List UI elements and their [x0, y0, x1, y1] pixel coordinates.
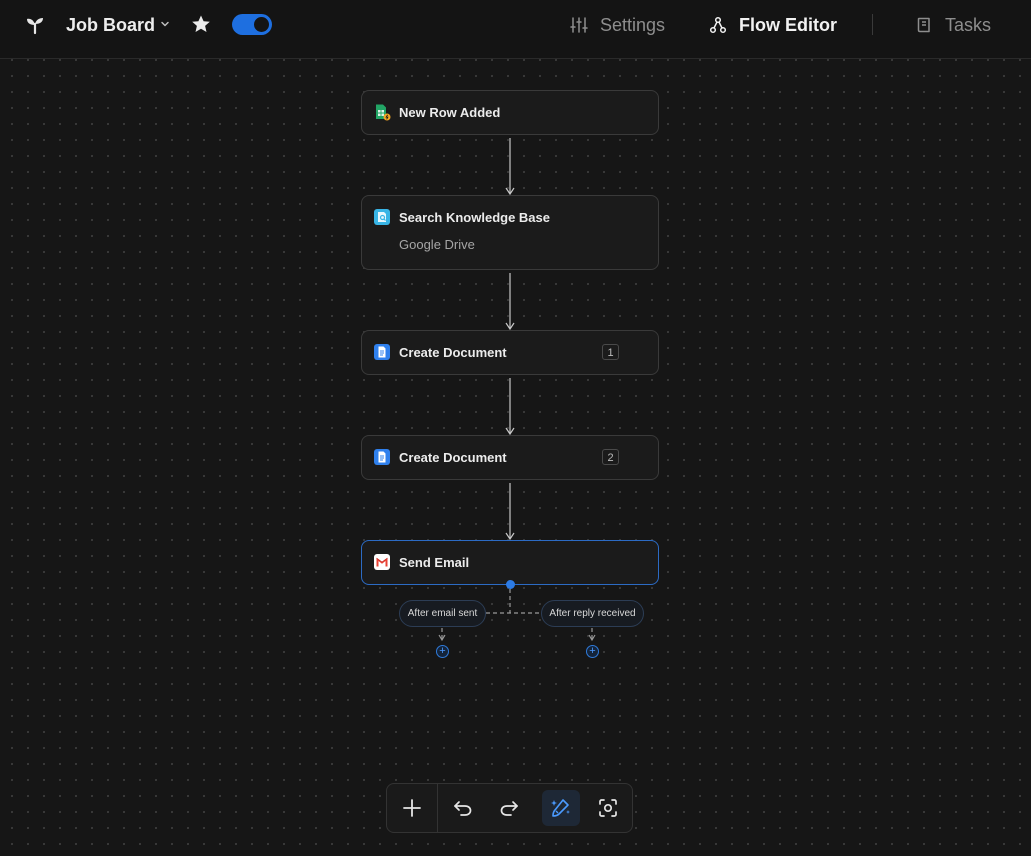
chevron-down-icon[interactable]: [158, 17, 172, 31]
branch-after-email-sent[interactable]: After email sent: [399, 600, 486, 627]
node-subtitle: Google Drive: [399, 237, 475, 252]
project-name[interactable]: Job Board: [66, 15, 156, 35]
flow-node-search-knowledge-base[interactable]: Search Knowledge Base Google Drive: [361, 195, 659, 270]
sprout-logo-icon[interactable]: [24, 13, 46, 35]
add-step-after-reply-received-button[interactable]: +: [586, 645, 599, 658]
top-header: Job Board Settings: [0, 0, 1031, 59]
undo-button[interactable]: [444, 790, 482, 826]
node-title: Send Email: [399, 555, 470, 570]
nav-settings[interactable]: Settings: [570, 12, 665, 38]
add-step-after-email-sent-button[interactable]: +: [436, 645, 449, 658]
output-handle[interactable]: [506, 580, 515, 589]
undo-icon: [454, 801, 472, 816]
sliders-icon: [570, 17, 588, 33]
node-title: Create Document: [399, 450, 507, 465]
knowledge-base-icon: [374, 209, 390, 225]
star-icon[interactable]: [190, 13, 212, 35]
add-button[interactable]: [393, 790, 431, 826]
google-docs-icon: [374, 449, 390, 465]
redo-button[interactable]: [490, 790, 528, 826]
canvas-toolbar: [386, 783, 633, 833]
book-icon: [917, 17, 930, 33]
add-icon: [403, 799, 421, 817]
screenshot-icon: [599, 799, 617, 817]
step-badge: 2: [602, 449, 619, 465]
flow-node-send-email[interactable]: Send Email: [361, 540, 659, 585]
flow-node-create-document-1[interactable]: Create Document 1: [361, 330, 659, 375]
nav-settings-label: Settings: [600, 15, 666, 35]
flow-node-create-document-2[interactable]: Create Document 2: [361, 435, 659, 480]
toolbar-separator: [437, 784, 438, 832]
toggle-knob: [254, 17, 269, 32]
auto-layout-button[interactable]: [542, 790, 580, 826]
gmail-icon: [374, 554, 390, 570]
screenshot-button[interactable]: [589, 790, 627, 826]
branch-after-reply-received[interactable]: After reply received: [541, 600, 644, 627]
flow-node-trigger[interactable]: New Row Added: [361, 90, 659, 135]
nav-divider: [872, 14, 873, 35]
flow-enabled-toggle[interactable]: [232, 14, 272, 35]
nav-tasks-label: Tasks: [945, 15, 992, 35]
node-title: New Row Added: [399, 105, 501, 120]
nav-tasks[interactable]: Tasks: [915, 12, 991, 38]
redo-icon: [500, 801, 518, 816]
auto-layout-icon: [551, 799, 570, 817]
workflow-icon: [709, 16, 727, 34]
node-title: Create Document: [399, 345, 507, 360]
step-badge: 1: [602, 344, 619, 360]
sheets-trigger-icon: [376, 104, 391, 121]
nav-flow-editor[interactable]: Flow Editor: [709, 12, 837, 38]
node-title: Search Knowledge Base: [399, 210, 550, 225]
nav-flow-editor-label: Flow Editor: [739, 15, 837, 35]
google-docs-icon: [374, 344, 390, 360]
